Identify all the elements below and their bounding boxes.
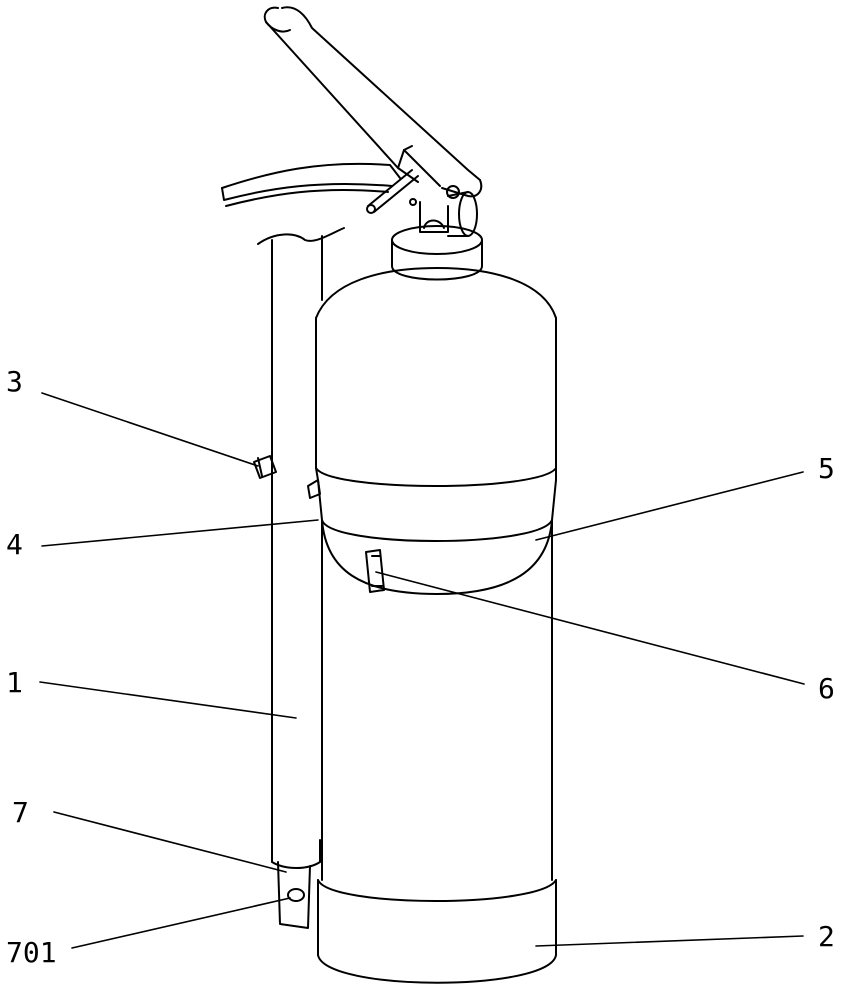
cylinder-body — [316, 268, 556, 880]
clamp-buckle — [366, 550, 384, 592]
leader-7 — [54, 812, 286, 872]
label-4: 4 — [6, 528, 23, 561]
label-6: 6 — [818, 672, 835, 705]
label-5: 5 — [818, 452, 835, 485]
label-7: 7 — [12, 796, 29, 829]
clamp-band — [316, 468, 556, 594]
leader-6 — [376, 572, 804, 684]
label-3: 3 — [6, 365, 23, 398]
leader-701 — [72, 898, 290, 948]
label-2: 2 — [818, 920, 835, 953]
valve-head — [410, 186, 477, 236]
support-pole — [258, 228, 344, 868]
label-1: 1 — [6, 666, 23, 699]
leader-5 — [536, 472, 803, 540]
leader-lines — [40, 393, 804, 948]
label-701: 701 — [6, 936, 57, 969]
carry-handle — [222, 164, 400, 206]
bottom-cap — [318, 880, 556, 983]
leader-4 — [42, 520, 318, 546]
leader-3 — [42, 393, 258, 466]
leader-1 — [40, 682, 296, 718]
valve-collar — [392, 226, 482, 280]
leader-2 — [536, 936, 803, 946]
